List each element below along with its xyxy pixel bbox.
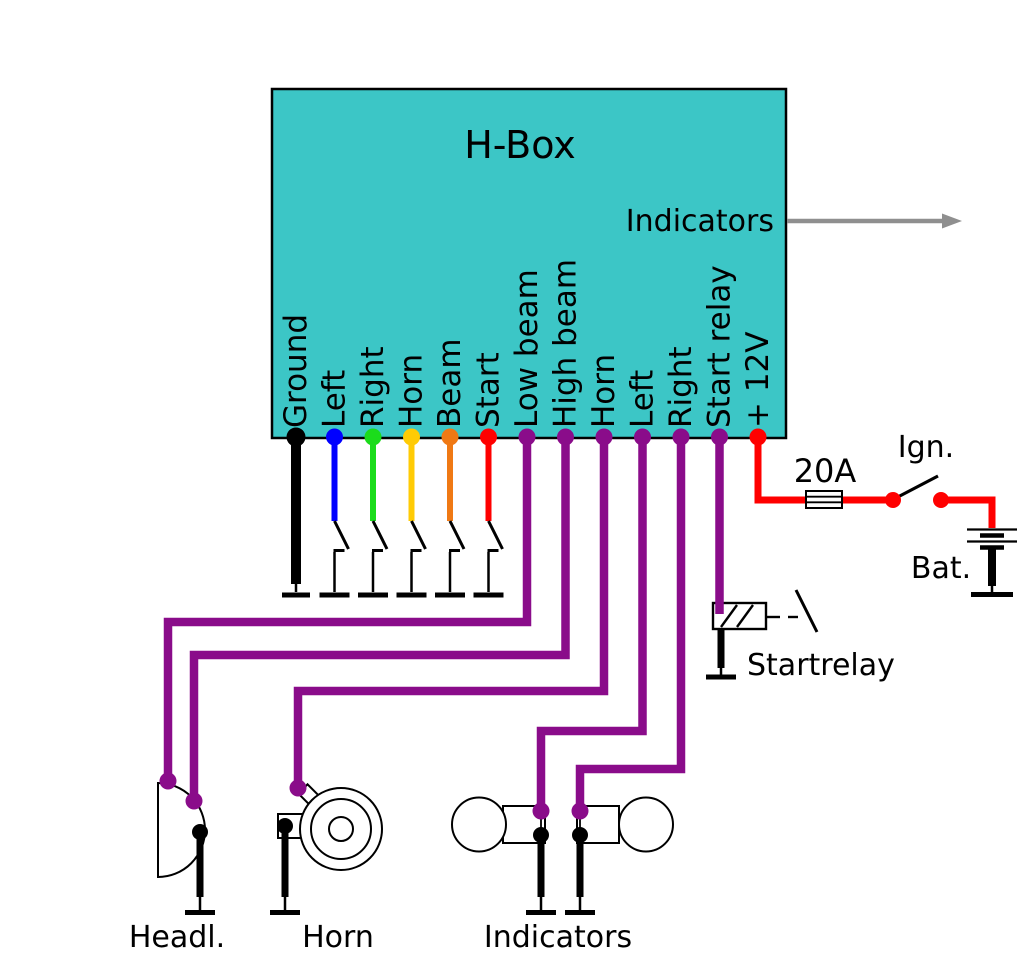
pin-label-ground: Ground	[278, 314, 314, 428]
pin-label-right: Right	[663, 346, 699, 428]
fuse-symbol	[805, 490, 843, 509]
pin-left: Left	[625, 370, 661, 446]
pin-dot-12v	[749, 428, 767, 446]
wire-horn	[293, 440, 609, 786]
pin-label-right: Right	[355, 346, 391, 428]
pin-start: Start	[471, 352, 507, 598]
battery-symbol	[967, 528, 1017, 597]
horn-label: Horn	[302, 920, 374, 955]
pin-label-start-relay: Start relay	[702, 265, 738, 428]
wire-high-beam	[189, 440, 570, 799]
pin-label-high-beam: High beam	[548, 259, 584, 428]
wire-right-indicator	[575, 440, 686, 809]
indicators-output-arrow	[787, 213, 962, 229]
pin-label-horn: Horn	[586, 354, 622, 428]
pin-dot-beam	[441, 428, 459, 446]
hbox-title: H-Box	[464, 123, 576, 167]
pin-dot-horn	[403, 428, 420, 446]
pin-dot-left	[326, 428, 343, 446]
wire-segment	[371, 520, 389, 550]
horn-symbol	[270, 782, 383, 915]
pin-dot-left	[634, 428, 651, 446]
pin-right: Right	[663, 346, 699, 446]
pin-label-low-beam: Low beam	[509, 269, 545, 428]
pin-beam: Beam	[432, 338, 468, 598]
ignition-label: Ign.	[898, 430, 954, 465]
wire-left-indicator	[536, 440, 647, 809]
pin-high-beam: High beam	[548, 259, 584, 446]
wire-segment	[333, 520, 350, 550]
pin-dot-start-relay	[711, 428, 728, 446]
hbox-body	[270, 87, 788, 440]
indicators-label: Indicators	[484, 920, 632, 955]
pin-low-beam: Low beam	[509, 269, 545, 446]
pin-horn: Horn	[394, 354, 430, 598]
pin-dot-right	[672, 428, 690, 446]
pin-label-beam: Beam	[432, 338, 468, 428]
start-relay-label: Startrelay	[747, 648, 895, 683]
pin-dot-right	[364, 428, 382, 446]
pin-label-left: Left	[625, 370, 661, 428]
pin-ground: Ground	[278, 314, 314, 598]
pin-dot-high-beam	[557, 428, 574, 446]
ignition-switch-symbol	[893, 474, 939, 501]
pin-dot-start	[480, 428, 497, 446]
battery-label: Bat.	[911, 551, 971, 586]
wire-segment	[487, 520, 504, 550]
pin-12v: + 12V	[740, 332, 776, 446]
pin-right: Right	[355, 346, 391, 598]
wire-segment	[448, 520, 466, 550]
pin-label-start: Start	[471, 352, 507, 428]
pin-dot-horn	[595, 428, 613, 446]
headlight-label: Headl.	[129, 920, 225, 955]
supply-circuit	[754, 440, 1017, 597]
pin-dot-low-beam	[518, 428, 536, 446]
pin-horn: Horn	[586, 354, 622, 446]
purple-wires	[159, 440, 724, 820]
hbox-output-label: Indicators	[626, 204, 774, 239]
pin-label-left: Left	[317, 370, 353, 428]
pin-label-horn: Horn	[394, 354, 430, 428]
pin-dot-ground	[286, 427, 306, 447]
pin-start-relay: Start relay	[702, 265, 738, 446]
wire-low-beam	[163, 440, 532, 779]
pin-left: Left	[317, 370, 353, 598]
pin-label-12v: + 12V	[740, 332, 776, 428]
wire-segment	[410, 520, 427, 550]
fuse-rating-label: 20A	[794, 452, 857, 490]
